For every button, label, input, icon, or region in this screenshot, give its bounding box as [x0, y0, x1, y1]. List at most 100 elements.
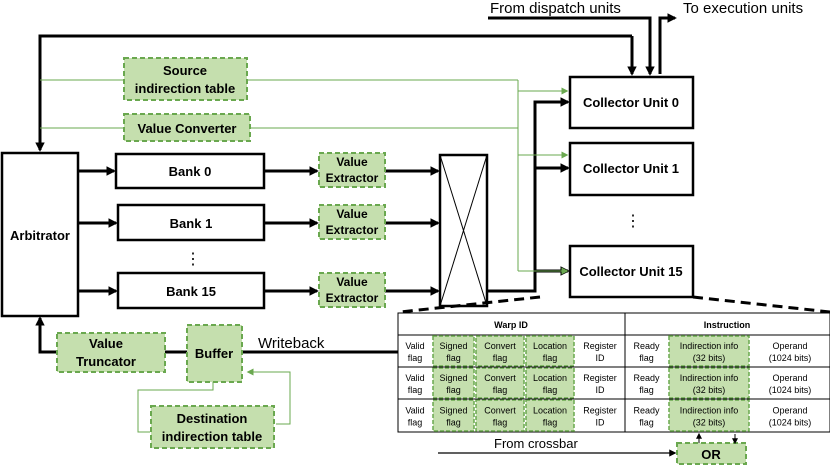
- table-cell-text: flag: [543, 418, 558, 428]
- value-truncator: Value Truncator: [56, 332, 166, 373]
- to-execution-label: To execution units: [683, 0, 803, 17]
- table-cell-text: flag: [408, 353, 423, 363]
- source-indirection-table: Source indirection table: [123, 57, 248, 101]
- table-cell-text: Indirection info: [680, 341, 739, 351]
- table-cell-text: flag: [408, 385, 423, 395]
- table-cell-text: Convert: [484, 406, 516, 416]
- bank-1: Bank 1: [116, 203, 266, 242]
- table-cell-text: Valid: [405, 406, 424, 416]
- table-cell-text: (1024 bits): [769, 385, 812, 395]
- table-cell-text: Indirection info: [680, 406, 739, 416]
- table-cell-text: Valid: [405, 373, 424, 383]
- bank-1-label: Bank 1: [170, 216, 213, 231]
- collector-unit-1-label: Collector Unit 1: [583, 161, 679, 176]
- from-crossbar-label: From crossbar: [494, 436, 578, 451]
- collector-unit-0: Collector Unit 0: [568, 75, 695, 130]
- bank-15: Bank 15: [116, 271, 266, 310]
- value-extractor-0: Value Extractor: [318, 152, 386, 188]
- source-indirection-line1: Source: [163, 63, 207, 78]
- highlight-cell: [475, 367, 525, 399]
- table-cell-text: Ready: [633, 373, 660, 383]
- table-cell-text: Ready: [633, 341, 660, 351]
- value-extractor-1-line2: Extractor: [326, 223, 379, 237]
- table-cell-text: Location: [533, 406, 567, 416]
- table-cell-text: Location: [533, 373, 567, 383]
- table-body: ValidflagSignedflagConvertflagLocationfl…: [398, 335, 830, 432]
- highlight-cell: [525, 335, 575, 367]
- table-cell-text: Operand: [772, 373, 807, 383]
- highlight-cell: [668, 399, 750, 432]
- table-cell-text: Convert: [484, 373, 516, 383]
- dest-indirection-line1: Destination: [177, 411, 248, 426]
- highlight-cell: [668, 335, 750, 367]
- table-cell-text: ID: [596, 353, 606, 363]
- value-extractor-15-line2: Extractor: [326, 291, 379, 305]
- writeback-label: Writeback: [258, 335, 325, 352]
- table-cell-text: ID: [596, 418, 606, 428]
- table-cell-text: flag: [493, 385, 508, 395]
- table-cell-text: flag: [543, 353, 558, 363]
- table-cell-text: (32 bits): [693, 385, 726, 395]
- collector-unit-1: Collector Unit 1: [568, 141, 695, 197]
- arbitrator-label: Arbitrator: [10, 228, 70, 243]
- or-gate: OR: [676, 442, 747, 465]
- source-indirection-line2: indirection table: [135, 81, 235, 96]
- value-truncator-line2: Truncator: [76, 354, 136, 369]
- table-cell-text: flag: [493, 353, 508, 363]
- table-cell-text: Operand: [772, 406, 807, 416]
- collector-unit-table: Warp ID Instruction ValidflagSignedflagC…: [397, 312, 830, 433]
- table-cell-text: (32 bits): [693, 418, 726, 428]
- table-cell-text: Signed: [439, 373, 467, 383]
- highlight-cell: [525, 399, 575, 432]
- table-cell-text: Valid: [405, 341, 424, 351]
- highlight-cell: [668, 367, 750, 399]
- table-cell-text: Operand: [772, 341, 807, 351]
- collector-unit-15-label: Collector Unit 15: [579, 264, 682, 279]
- value-converter: Value Converter: [123, 113, 251, 142]
- highlight-cell: [475, 335, 525, 367]
- table-cell-text: ID: [596, 385, 606, 395]
- bank-ellipsis: ⋮: [185, 251, 201, 268]
- table-cell-text: Ready: [633, 406, 660, 416]
- from-dispatch-label: From dispatch units: [490, 0, 621, 17]
- collector-unit-15: Collector Unit 15: [568, 244, 695, 299]
- table-cell-text: flag: [639, 418, 654, 428]
- table-cell-text: Signed: [439, 341, 467, 351]
- table-cell-text: Register: [583, 406, 617, 416]
- table-cell-text: flag: [446, 353, 461, 363]
- bank-15-label: Bank 15: [166, 284, 216, 299]
- table-cell-text: flag: [639, 353, 654, 363]
- bank-0: Bank 0: [114, 152, 266, 190]
- crossbar: [438, 153, 489, 308]
- highlight-cell: [525, 367, 575, 399]
- zoom-callout-left: [399, 295, 541, 314]
- table-cell-text: Convert: [484, 341, 516, 351]
- table-cell-text: flag: [543, 385, 558, 395]
- table-cell-text: Register: [583, 341, 617, 351]
- table-cell-text: flag: [408, 418, 423, 428]
- instruction-header: Instruction: [704, 320, 751, 330]
- value-truncator-line1: Value: [89, 336, 123, 351]
- value-extractor-0-line1: Value: [336, 155, 368, 169]
- collector-ellipsis: ⋮: [625, 213, 641, 230]
- or-label: OR: [701, 447, 721, 462]
- table-cell-text: Location: [533, 341, 567, 351]
- highlight-cell: [432, 335, 475, 367]
- highlight-cell: [432, 399, 475, 432]
- table-cell-text: Indirection info: [680, 373, 739, 383]
- collector-unit-0-label: Collector Unit 0: [583, 95, 679, 110]
- table-cell-text: flag: [493, 418, 508, 428]
- zoom-callout-right: [692, 295, 830, 314]
- value-extractor-15-line1: Value: [336, 275, 368, 289]
- table-cell-text: flag: [446, 418, 461, 428]
- table-cell-text: Signed: [439, 406, 467, 416]
- arbitrator: Arbitrator: [0, 151, 80, 318]
- table-cell-text: flag: [639, 385, 654, 395]
- value-extractor-0-line2: Extractor: [326, 171, 379, 185]
- bank-0-label: Bank 0: [169, 164, 212, 179]
- value-extractor-15: Value Extractor: [318, 272, 386, 308]
- dest-indirection-line2: indirection table: [162, 429, 262, 444]
- table-cell-text: (1024 bits): [769, 353, 812, 363]
- highlight-cell: [475, 399, 525, 432]
